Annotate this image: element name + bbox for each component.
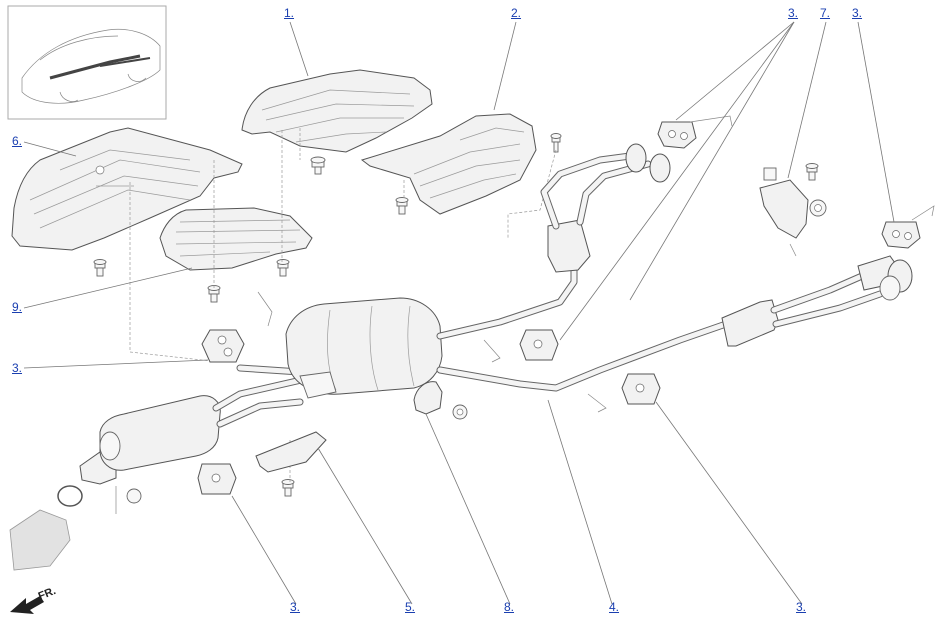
callout-3-top-hangers[interactable]: 3.	[788, 6, 799, 20]
upper-heat-shield	[241, 69, 433, 153]
front-arrow-icon	[10, 596, 44, 614]
front-catalytic-section	[9, 451, 117, 571]
callout-3-bottom-left[interactable]: 3.	[290, 600, 301, 614]
callout-2[interactable]: 2.	[511, 6, 522, 20]
front-direction-label: FR.	[37, 585, 58, 603]
callout-5[interactable]: 5.	[405, 600, 416, 614]
hanger-bracket-7	[759, 167, 809, 257]
center-heat-shield	[159, 207, 313, 271]
muffler-bracket	[255, 431, 327, 473]
callout-9[interactable]: 9.	[12, 300, 23, 314]
callout-6[interactable]: 6.	[12, 134, 23, 148]
callout-8[interactable]: 8.	[504, 600, 515, 614]
floor-heat-shield	[11, 127, 243, 251]
callout-4[interactable]: 4.	[609, 600, 620, 614]
callout-7[interactable]: 7.	[820, 6, 831, 20]
center-resonator	[285, 297, 443, 399]
exhaust-clamp	[413, 381, 443, 415]
callout-1[interactable]: 1.	[284, 6, 295, 20]
callout-3-bottom-right[interactable]: 3.	[796, 600, 807, 614]
callout-3-left[interactable]: 3.	[12, 361, 23, 375]
leader-lines	[23, 21, 895, 605]
main-exhaust-pipe	[436, 246, 913, 392]
rear-heat-shield	[360, 113, 537, 215]
callout-3-top-right[interactable]: 3.	[852, 6, 863, 20]
rear-y-pipe	[540, 143, 671, 273]
front-direction-indicator: FR.	[10, 585, 58, 614]
vehicle-locator-inset	[7, 5, 167, 120]
fastener-bolts	[93, 133, 827, 504]
rubber-hangers	[197, 115, 935, 495]
